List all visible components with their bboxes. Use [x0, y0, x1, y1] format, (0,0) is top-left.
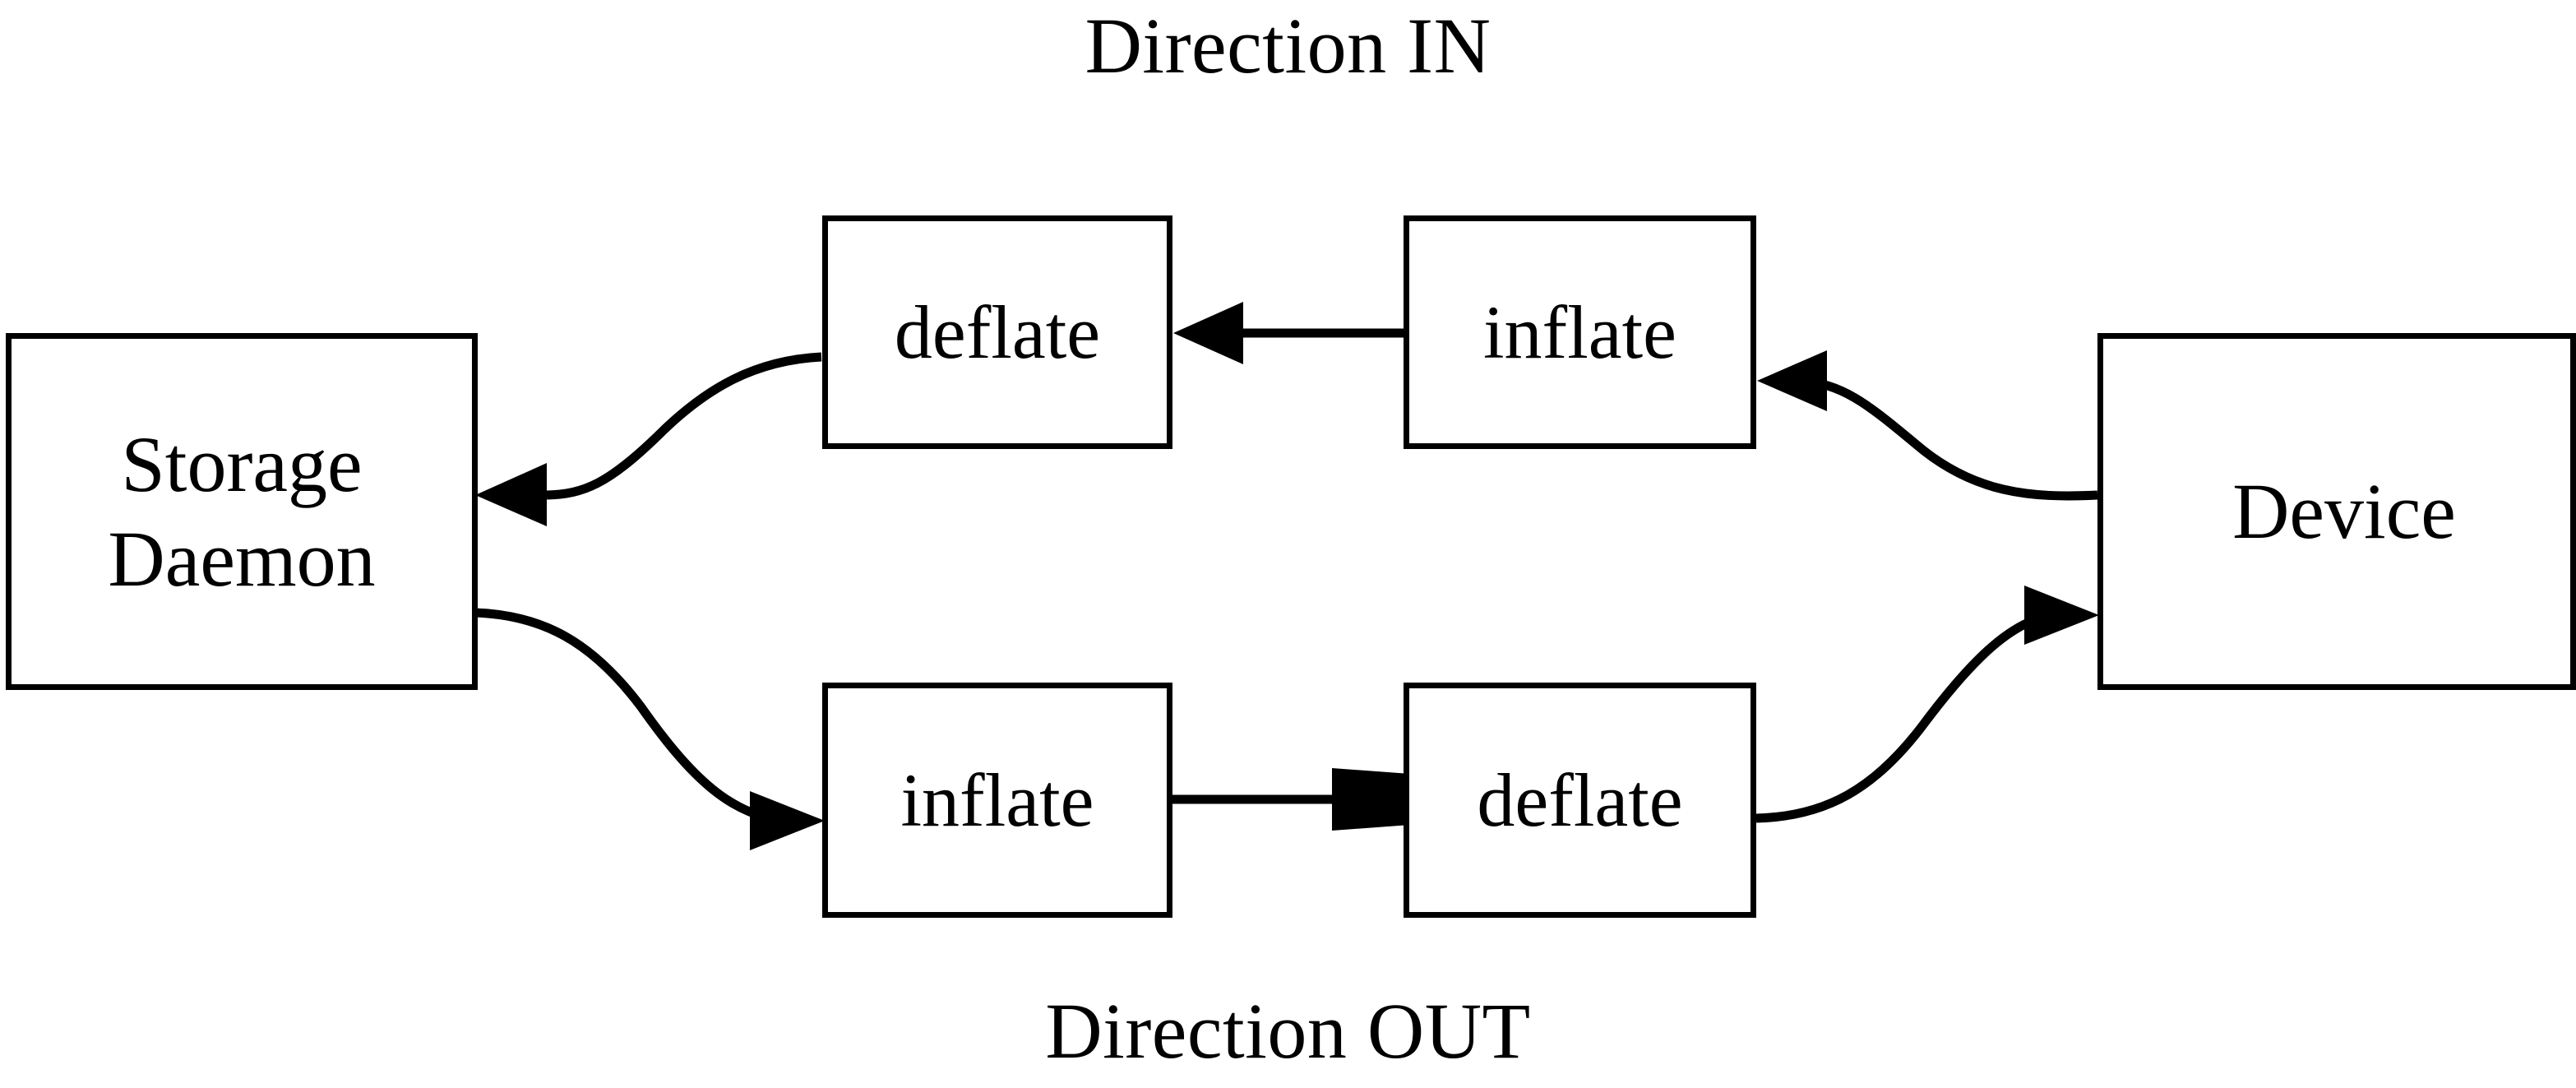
node-storage-daemon[interactable]: Storage Daemon — [6, 333, 478, 690]
direction-in-caption: Direction IN — [1085, 2, 1491, 90]
node-deflate-in[interactable]: deflate — [822, 215, 1172, 449]
node-deflate-out[interactable]: deflate — [1404, 683, 1756, 918]
storage-daemon-label-line1: Storage — [121, 419, 363, 508]
inflate-out-label: inflate — [900, 757, 1094, 842]
edge-device-to-inflate-in — [1757, 350, 2098, 501]
device-label: Device — [2232, 467, 2456, 556]
edge-deflate-in-to-storage-daemon — [475, 352, 822, 526]
deflate-in-label: deflate — [894, 289, 1101, 374]
edge-inflate-in-to-deflate-in — [1173, 302, 1404, 364]
direction-out-caption: Direction OUT — [1045, 987, 1531, 1075]
inflate-in-label: inflate — [1483, 289, 1676, 374]
edge-storage-daemon-to-inflate-out — [474, 608, 825, 850]
node-inflate-in[interactable]: inflate — [1404, 215, 1756, 449]
deflate-out-label: deflate — [1477, 757, 1683, 842]
storage-daemon-label-line2: Daemon — [108, 515, 376, 603]
node-inflate-out[interactable]: inflate — [822, 683, 1172, 918]
node-device[interactable]: Device — [2097, 333, 2576, 690]
edge-deflate-out-to-device — [1755, 586, 2099, 823]
